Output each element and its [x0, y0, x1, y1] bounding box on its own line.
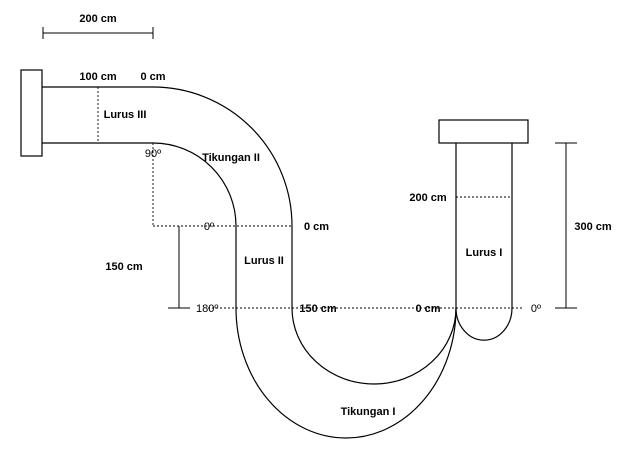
lurus2-length-label: 150 cm: [105, 261, 143, 273]
lurus2-end-label: 0 cm: [304, 221, 329, 233]
lurus2-label: Lurus II: [244, 255, 284, 267]
angle-0-upper-label: 0º: [204, 221, 214, 233]
lurus-i-pipe: [455, 143, 513, 308]
tikungan-i-pipe: [235, 307, 513, 439]
lurus1-200-label: 200 cm: [409, 192, 447, 204]
tikungan1-label: Tikungan I: [341, 406, 396, 418]
dimension-300: [555, 142, 577, 309]
mark-150-label: 150 cm: [299, 303, 337, 315]
lurus3-end-label: 0 cm: [140, 71, 165, 83]
scale-bar: [42, 27, 154, 39]
dimension-150: [168, 226, 190, 309]
left-flange: [20, 69, 43, 157]
angle-90-label: 90º: [145, 148, 161, 160]
angle-180-label: 180º: [196, 303, 218, 315]
lurus3-start-label: 100 cm: [79, 71, 117, 83]
bend-construction-lines: [152, 143, 292, 227]
lurus-ii-pipe: [235, 226, 293, 308]
mark-0-label: 0 cm: [415, 303, 440, 315]
tikungan2-label: Tikungan II: [202, 152, 260, 164]
lurus-iii-pipe: [42, 86, 153, 144]
lurus3-label: Lurus III: [104, 109, 147, 121]
tikungan-ii-pipe: [152, 86, 293, 227]
lurus1-label: Lurus I: [466, 247, 503, 259]
scale-label: 200 cm: [79, 13, 117, 25]
angle-0-right-label: 0º: [531, 303, 541, 315]
height-300-label: 300 cm: [574, 221, 612, 233]
right-flange: [438, 119, 529, 144]
